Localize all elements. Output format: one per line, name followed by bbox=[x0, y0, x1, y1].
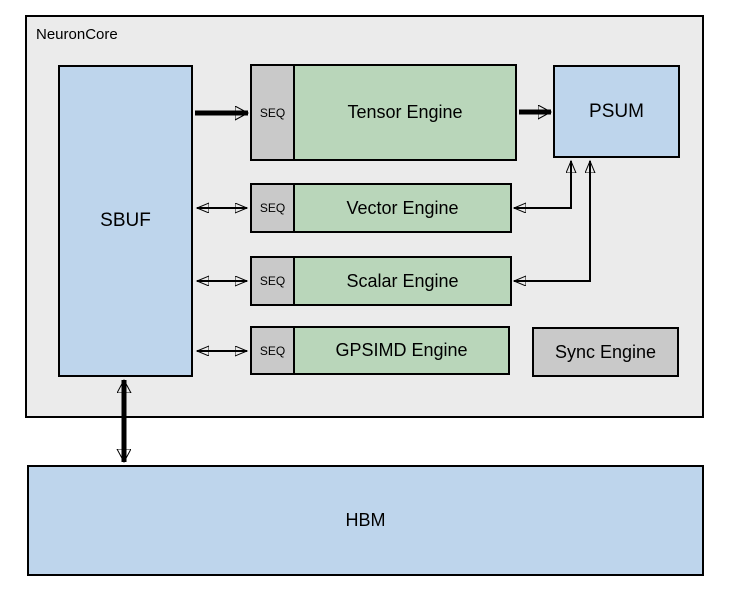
tensor-engine-row: SEQ Tensor Engine bbox=[250, 64, 517, 161]
vector-engine-block: Vector Engine bbox=[295, 185, 510, 231]
seq-block-gpsimd: SEQ bbox=[252, 328, 295, 373]
scalar-engine-block: Scalar Engine bbox=[295, 258, 510, 304]
tensor-engine-block: Tensor Engine bbox=[295, 66, 515, 159]
psum-block: PSUM bbox=[553, 65, 680, 158]
sbuf-label: SBUF bbox=[100, 210, 151, 231]
hbm-label: HBM bbox=[345, 510, 386, 530]
sync-engine-block: Sync Engine bbox=[532, 327, 679, 377]
gpsimd-engine-block: GPSIMD Engine bbox=[295, 328, 508, 373]
gpsimd-engine-row: SEQ GPSIMD Engine bbox=[250, 326, 510, 375]
vector-engine-row: SEQ Vector Engine bbox=[250, 183, 512, 233]
seq-block-scalar: SEQ bbox=[252, 258, 295, 304]
sbuf-block: SBUF bbox=[58, 65, 193, 377]
seq-block-tensor: SEQ bbox=[252, 66, 295, 159]
scalar-engine-row: SEQ Scalar Engine bbox=[250, 256, 512, 306]
neuroncore-title: NeuronCore bbox=[36, 26, 118, 43]
hbm-block: HBM bbox=[27, 465, 704, 576]
sync-engine-label: Sync Engine bbox=[554, 341, 657, 362]
psum-label: PSUM bbox=[589, 100, 644, 122]
seq-block-vector: SEQ bbox=[252, 185, 295, 231]
